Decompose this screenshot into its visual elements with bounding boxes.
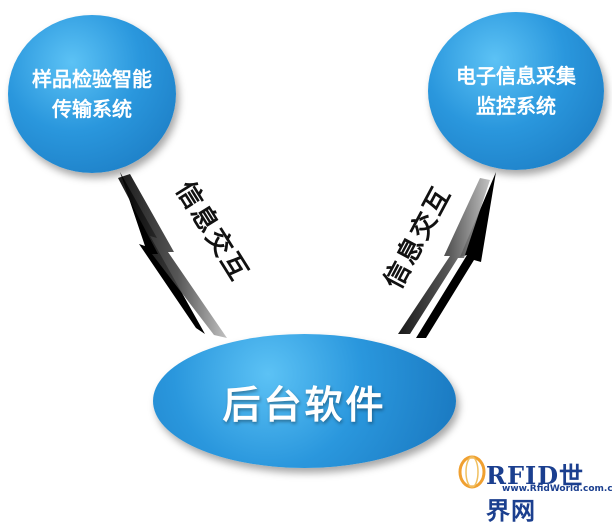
- watermark-url: www.RfidWorld.com.cn: [502, 484, 612, 494]
- left-arrow-down: [118, 174, 227, 338]
- connector-arrows: [118, 172, 496, 338]
- right-arrow-up: [416, 172, 496, 338]
- node-electronic-monitoring-system: 电子信息采集 监控系统: [428, 12, 604, 170]
- rfid-globe-logo-icon: [458, 455, 486, 489]
- node-left-line2: 传输系统: [52, 97, 132, 121]
- node-left-line1: 样品检验智能: [32, 67, 152, 91]
- right-arrow-down: [398, 178, 490, 334]
- node-right-line1: 电子信息采集: [456, 64, 576, 88]
- system-diagram: 样品检验智能 传输系统 电子信息采集 监控系统 后台软件 信息交互 信息交互 R…: [8, 12, 612, 525]
- watermark: RFID世界网 www.RfidWorld.com.cn: [458, 454, 612, 525]
- node-sample-inspection-system: 样品检验智能 传输系统: [8, 15, 176, 173]
- node-backend-software: 后台软件: [153, 334, 456, 468]
- node-right-line2: 监控系统: [476, 94, 556, 118]
- node-bottom-label: 后台软件: [222, 382, 387, 427]
